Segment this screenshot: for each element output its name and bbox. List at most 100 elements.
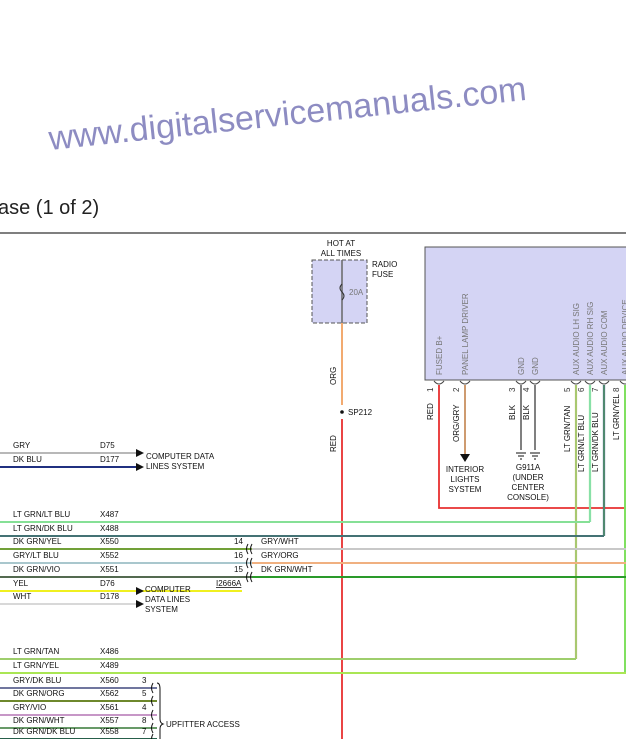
cdl2-label-3: SYSTEM bbox=[145, 605, 178, 614]
wire-color-label: DK GRN/VIO bbox=[13, 565, 60, 574]
wire-color-label: ORG/GRY bbox=[452, 404, 461, 442]
wire-color-label: BLK bbox=[522, 404, 531, 420]
pin-number: 6 bbox=[577, 387, 586, 392]
pin-function-label: AUX AUDIO RH SIG bbox=[586, 302, 595, 375]
wire-color-label: LT GRN/LT BLU bbox=[577, 415, 586, 472]
pin-number: 5 bbox=[563, 387, 572, 392]
interior-lights-label-3: SYSTEM bbox=[449, 485, 482, 494]
inline-connector-icon bbox=[246, 571, 253, 583]
circuit-number: X552 bbox=[100, 551, 119, 560]
inline-pin-number: 15 bbox=[234, 565, 243, 574]
inline-pin-number: 16 bbox=[234, 551, 243, 560]
pin-terminal-icon bbox=[433, 380, 445, 385]
fuse-name: RADIO bbox=[372, 260, 397, 269]
ground-label-4: CONSOLE) bbox=[507, 493, 549, 502]
wire-color-label: RED bbox=[426, 403, 435, 420]
connector-cavity-icon bbox=[151, 733, 154, 739]
pin-number: 7 bbox=[591, 387, 600, 392]
wire-color-label: LT GRN/YEL bbox=[612, 394, 621, 440]
inline-wire-color: DK GRN/WHT bbox=[261, 565, 313, 574]
pin-terminal-icon bbox=[459, 380, 471, 385]
inline-connector-label: I2666A bbox=[216, 579, 242, 588]
pin-function-label: PANEL LAMP DRIVER bbox=[461, 293, 470, 375]
fuse-icon bbox=[339, 283, 345, 301]
circuit-number: X489 bbox=[100, 661, 119, 670]
wire-color-label: BLK bbox=[508, 404, 517, 420]
wire-color-label: WHT bbox=[13, 592, 31, 601]
circuit-number: X550 bbox=[100, 537, 119, 546]
wire-color-label: DK GRN/ORG bbox=[13, 689, 65, 698]
circuit-number: X487 bbox=[100, 510, 119, 519]
pin-function-label: AUX AUDIO COM bbox=[600, 310, 609, 375]
ground-label: G911A bbox=[516, 463, 541, 472]
cdl2-label-2: DATA LINES bbox=[145, 595, 190, 604]
inline-wire-color: GRY/WHT bbox=[261, 537, 299, 546]
watermark: www.digitalservicemanuals.com bbox=[46, 70, 528, 158]
interior-lights-label-2: LIGHTS bbox=[451, 475, 480, 484]
connector-cavity-icon bbox=[151, 682, 154, 694]
circuit-number: X561 bbox=[100, 703, 119, 712]
splice-label: SP212 bbox=[348, 408, 373, 417]
cdl-label-2: LINES SYSTEM bbox=[146, 462, 205, 471]
pin-number: 8 bbox=[612, 387, 621, 392]
circuit-number: X560 bbox=[100, 676, 119, 685]
connector-cavity-icon bbox=[151, 722, 154, 734]
wire-color-label: LT GRN/DK BLU bbox=[13, 524, 73, 533]
wire-color-label: LT GRN/TAN bbox=[13, 647, 59, 656]
circuit-number: D177 bbox=[100, 455, 120, 464]
pin-terminal-icon bbox=[619, 380, 626, 385]
ground-label-3: CENTER bbox=[512, 483, 545, 492]
splice-dot bbox=[340, 410, 344, 414]
upfitter-pin-number: 5 bbox=[142, 689, 147, 698]
wire-color-label: DK BLU bbox=[13, 455, 42, 464]
pin-function-label: GND bbox=[517, 357, 526, 375]
arrow-icon bbox=[136, 600, 144, 608]
circuit-number: X557 bbox=[100, 716, 119, 725]
pin-terminal-icon bbox=[584, 380, 596, 385]
wire-color-label: DK GRN/WHT bbox=[13, 716, 65, 725]
radio-connector bbox=[424, 246, 626, 381]
wire-color-label: DK GRN/DK BLU bbox=[13, 727, 75, 736]
inline-wire-color: GRY/ORG bbox=[261, 551, 299, 560]
circuit-number: D75 bbox=[100, 441, 115, 450]
wire-color-label: GRY/LT BLU bbox=[13, 551, 59, 560]
pin-function-label: AUX AUDIO DEVICE bbox=[621, 299, 626, 375]
interior-lights-label: INTERIOR bbox=[446, 465, 484, 474]
pin-terminal-icon bbox=[529, 380, 541, 385]
wire-color-label: GRY/VIO bbox=[13, 703, 46, 712]
inline-pin-number: 14 bbox=[234, 537, 243, 546]
pin-terminal-icon bbox=[598, 380, 610, 385]
wire-color-label: LT GRN/TAN bbox=[563, 406, 572, 452]
wire-color-label: LT GRN/YEL bbox=[13, 661, 59, 670]
upfitter-pin-number: 8 bbox=[142, 716, 147, 725]
upfitter-label: UPFITTER ACCESS bbox=[166, 720, 240, 729]
brace-icon bbox=[156, 682, 165, 739]
arrow-icon bbox=[136, 587, 144, 595]
inline-connector-icon bbox=[246, 543, 253, 555]
page-title: ase (1 of 2) bbox=[0, 197, 99, 219]
wire-color-label: LT GRN/DK BLU bbox=[591, 412, 600, 472]
wire-fused-b bbox=[438, 385, 626, 509]
pin-function-label: AUX AUDIO LH SIG bbox=[572, 303, 581, 375]
wire-color-label: LT GRN/LT BLU bbox=[13, 510, 70, 519]
pin-function-label: GND bbox=[531, 357, 540, 375]
circuit-number: X551 bbox=[100, 565, 119, 574]
upfitter-pin-number: 7 bbox=[142, 727, 147, 736]
arrow-icon bbox=[460, 454, 470, 462]
arrow-icon bbox=[136, 463, 144, 471]
wire-color-label: GRY/DK BLU bbox=[13, 676, 62, 685]
circuit-number: X486 bbox=[100, 647, 119, 656]
cdl2-label: COMPUTER bbox=[145, 585, 191, 594]
radio-fuse-box bbox=[311, 259, 368, 324]
pin-number: 3 bbox=[508, 387, 517, 392]
fuse-header-2: ALL TIMES bbox=[321, 249, 361, 258]
pin-function-label: FUSED B+ bbox=[435, 335, 444, 375]
fuse-rating: 20A bbox=[349, 288, 364, 297]
upfitter-pin-number: 4 bbox=[142, 703, 147, 712]
wire-label-red: RED bbox=[329, 435, 338, 452]
circuit-number: X488 bbox=[100, 524, 119, 533]
fuse-header: HOT AT bbox=[327, 239, 355, 248]
cdl-label: COMPUTER DATA bbox=[146, 452, 215, 461]
circuit-number: X558 bbox=[100, 727, 119, 736]
